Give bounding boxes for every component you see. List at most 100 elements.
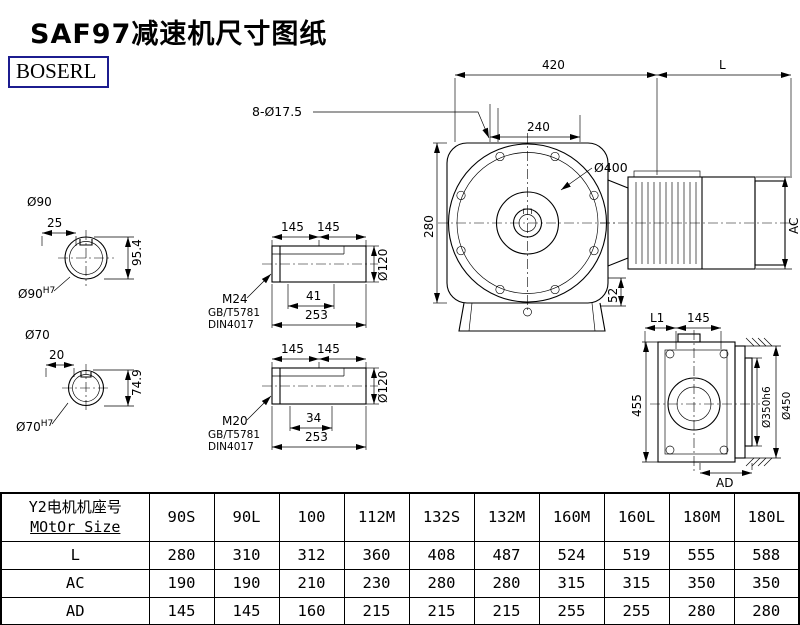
cell: 310 bbox=[213, 540, 280, 570]
cell: 145 bbox=[148, 596, 215, 625]
dim-145: 145 bbox=[676, 311, 721, 331]
dim-240-label: 240 bbox=[527, 120, 550, 134]
height-label: 280 bbox=[422, 215, 436, 238]
len-dim: 34 bbox=[289, 406, 333, 431]
top-boss bbox=[677, 333, 701, 343]
centerlines bbox=[650, 330, 760, 472]
dia-dim: Ø120 bbox=[366, 245, 390, 283]
cell: 519 bbox=[603, 540, 670, 570]
ad-dim: AD bbox=[699, 463, 753, 490]
dimension-lines bbox=[271, 234, 367, 246]
cell: 280 bbox=[668, 596, 735, 625]
flange-dia-dim: Ø450 bbox=[745, 345, 793, 459]
dim-52: 52 bbox=[600, 277, 626, 307]
width-dim: 420 bbox=[454, 58, 658, 175]
cell: 190 bbox=[213, 568, 280, 598]
dimension-lines bbox=[41, 230, 77, 246]
cell: 315 bbox=[603, 568, 670, 598]
len-dim: 41 bbox=[287, 284, 335, 309]
bolt-holes-callout: 8-Ø17.5 bbox=[252, 104, 499, 142]
total-label: 253 bbox=[305, 308, 328, 322]
row-label: AD bbox=[0, 596, 150, 625]
motor-top-rib bbox=[633, 170, 701, 178]
technical-drawing: Ø90 25 95.4 Ø90H7 bbox=[16, 58, 800, 490]
cell: 280 bbox=[733, 596, 800, 625]
col-header: 132S bbox=[408, 492, 475, 542]
total-dim: 253 bbox=[271, 406, 367, 450]
cell: 555 bbox=[668, 540, 735, 570]
standard1-label: GB/T5781 bbox=[208, 429, 260, 441]
cell: 215 bbox=[343, 596, 410, 625]
cell: 350 bbox=[668, 568, 735, 598]
cell: 588 bbox=[733, 540, 800, 570]
oil-plug bbox=[523, 307, 532, 317]
motor-length-label: L bbox=[719, 58, 726, 72]
corner-bolt-holes bbox=[665, 349, 729, 455]
cell: 280 bbox=[473, 568, 540, 598]
cell: 255 bbox=[603, 596, 670, 625]
key-height-dim: 74.9 bbox=[93, 369, 144, 407]
cell: 215 bbox=[408, 596, 475, 625]
col-header: 100 bbox=[278, 492, 345, 542]
centerlines bbox=[62, 364, 110, 412]
gearbox-body bbox=[657, 341, 736, 463]
dia-dim: Ø120 bbox=[366, 367, 390, 405]
key-width-label: 20 bbox=[49, 348, 64, 362]
l1-dim: L1 bbox=[645, 311, 676, 331]
cell: 210 bbox=[278, 568, 345, 598]
leader-line bbox=[51, 402, 69, 425]
cell: 145 bbox=[213, 596, 280, 625]
key-height-dim: 95.4 bbox=[94, 236, 144, 280]
row-label: L bbox=[0, 540, 150, 570]
ad-label: AD bbox=[716, 476, 733, 490]
cell: 408 bbox=[408, 540, 475, 570]
output-shaft-m20: 145 145 Ø120 M20 GB/T5781 DIN4017 bbox=[208, 342, 390, 453]
cell: 215 bbox=[473, 596, 540, 625]
dim-145-label: 145 bbox=[687, 311, 710, 325]
shaft-section-90: Ø90 25 95.4 Ø90H7 bbox=[18, 195, 144, 301]
standard2-label: DIN4017 bbox=[208, 441, 254, 453]
motor-size-header-en: MOtOr Size bbox=[30, 518, 121, 537]
len-label: 34 bbox=[306, 411, 321, 425]
cell: 280 bbox=[408, 568, 475, 598]
motor-height-dim: AC bbox=[756, 176, 800, 270]
side-view: L1 145 455 bbox=[630, 311, 793, 490]
leader-line bbox=[246, 273, 272, 299]
segment1-label: 145 bbox=[281, 342, 304, 356]
col-header: 90S bbox=[148, 492, 215, 542]
cell: 524 bbox=[538, 540, 605, 570]
wall-hatch-top bbox=[745, 337, 773, 347]
table-header-row: Y2电机机座号 MOtOr Size 90S 90L 100 112M 132S… bbox=[0, 492, 800, 542]
cell: 190 bbox=[148, 568, 215, 598]
l1-label: L1 bbox=[650, 311, 664, 325]
key-height-label: 74.9 bbox=[130, 369, 144, 396]
cell: 230 bbox=[343, 568, 410, 598]
flange-dia-label: Ø450 bbox=[781, 392, 793, 420]
bolt-holes bbox=[456, 151, 599, 295]
col-header: 160M bbox=[538, 492, 605, 542]
col-header: 180M bbox=[668, 492, 735, 542]
dia-label: Ø70 bbox=[25, 328, 50, 342]
col-header: 160L bbox=[603, 492, 670, 542]
table-row-AC: AC 190 190 210 230 280 280 315 315 350 3… bbox=[0, 568, 800, 598]
centerlines bbox=[58, 230, 114, 286]
total-height-label: 455 bbox=[630, 394, 644, 417]
brand-logo: BOSERL bbox=[8, 56, 109, 88]
key-height-label: 95.4 bbox=[130, 239, 144, 266]
height-dim: 280 bbox=[422, 142, 447, 304]
flange-dia-label: Ø400 bbox=[594, 160, 628, 175]
cell: 160 bbox=[278, 596, 345, 625]
gearbox-inner bbox=[664, 349, 728, 455]
motor-size-header-cn: Y2电机机座号 bbox=[28, 498, 122, 516]
dimension-lines bbox=[45, 362, 75, 377]
cell: 315 bbox=[538, 568, 605, 598]
total-label: 253 bbox=[305, 430, 328, 444]
cell: 280 bbox=[148, 540, 215, 570]
motor-size-header: Y2电机机座号 MOtOr Size bbox=[0, 492, 150, 542]
motor-length-dim: L bbox=[657, 58, 792, 176]
housing-line-left bbox=[468, 302, 473, 332]
leader-line bbox=[313, 111, 490, 139]
wall-hatch-bottom bbox=[745, 457, 773, 467]
thread-label: M24 bbox=[222, 292, 248, 306]
total-height-dim: 455 bbox=[630, 341, 660, 463]
